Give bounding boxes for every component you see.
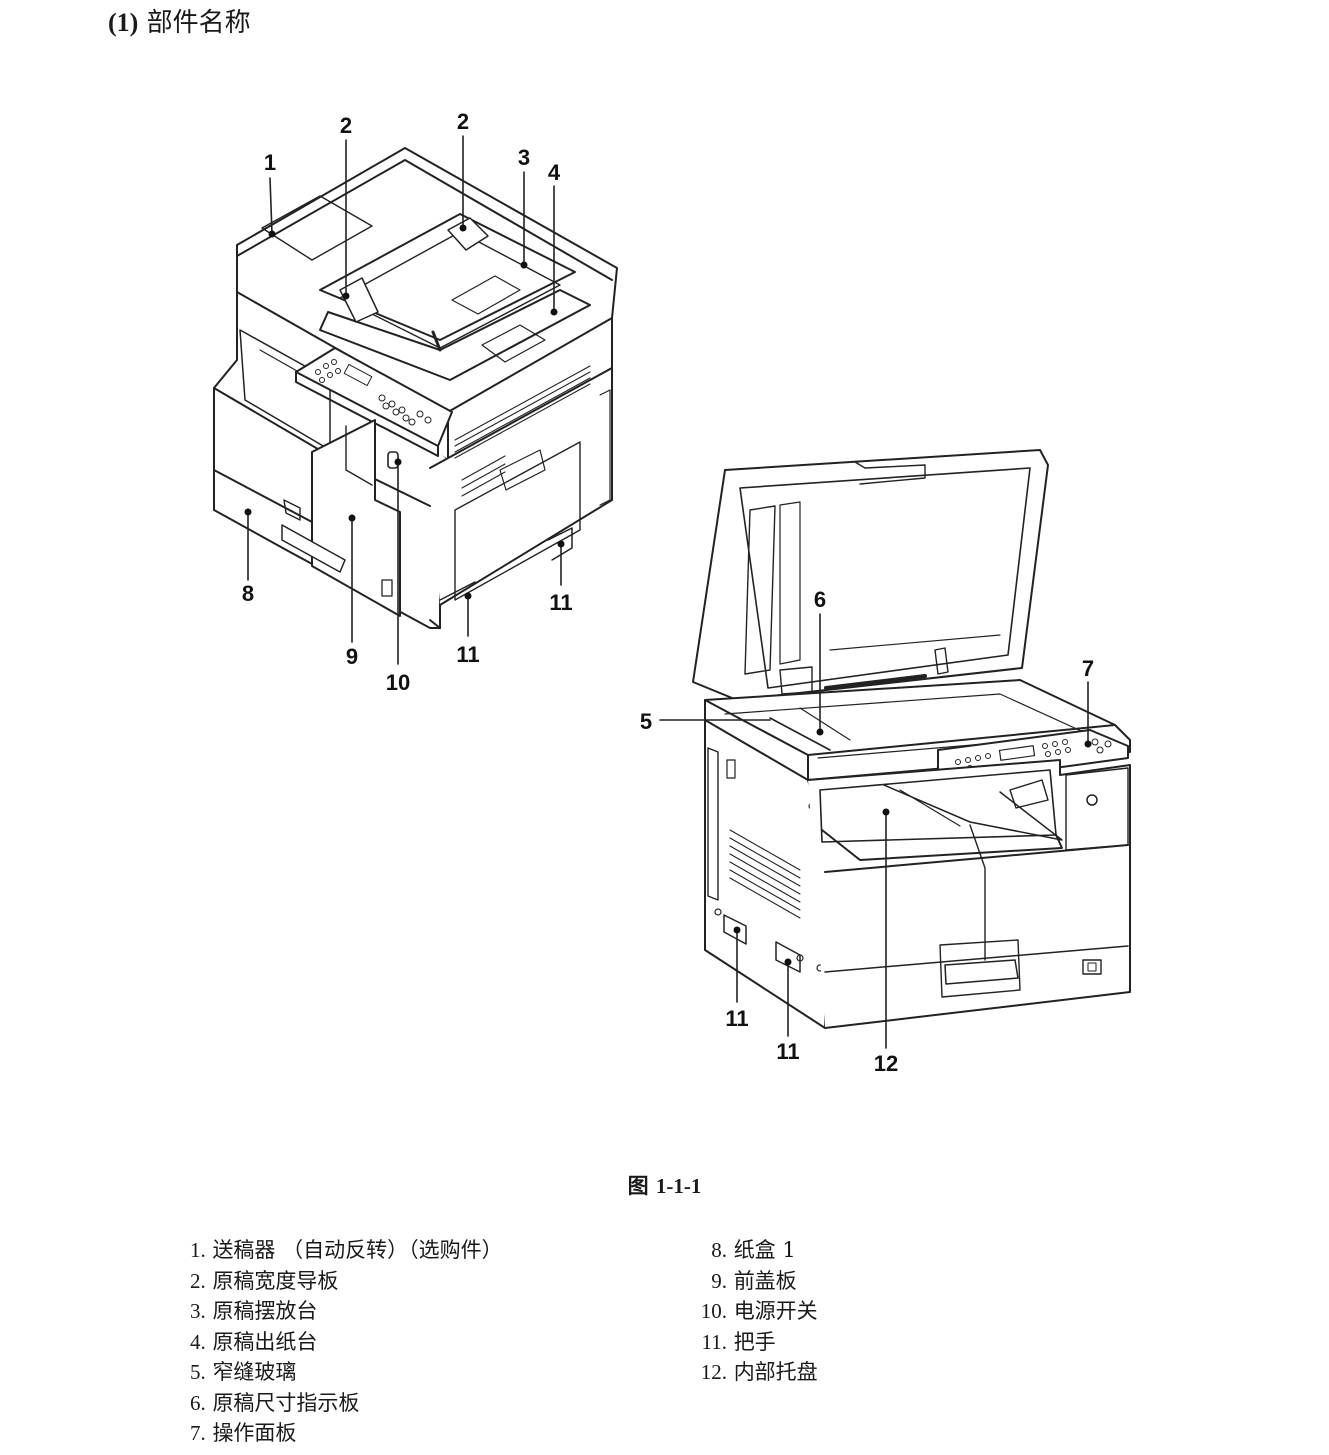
legend-item-number: 2.	[190, 1268, 206, 1293]
callout-11d: 11	[776, 1039, 799, 1064]
callout-11c: 11	[725, 1006, 748, 1031]
legend-item-number: 1.	[190, 1238, 206, 1262]
caption-number: 1-1-1	[655, 1174, 702, 1198]
rear-vents	[729, 829, 801, 919]
figure-caption: 图 1-1-1	[0, 1170, 1329, 1200]
callout-11b: 11	[549, 590, 572, 615]
copier-parts-illustration: 1 2 2 3 4 8 9 10 11 11 5 6 7 11 11 12	[213, 109, 1131, 1076]
legend-item: 5. 窄缝玻璃	[190, 1357, 503, 1388]
legend-item: 10. 电源开关	[693, 1296, 818, 1327]
callout-10: 10	[386, 670, 410, 695]
callout-3: 3	[518, 145, 530, 170]
legend-item-label: 原稿出纸台	[212, 1329, 318, 1354]
legend-item-number: 4.	[190, 1329, 206, 1354]
legend-item-label: 原稿尺寸指示板	[212, 1390, 360, 1415]
legend-item-label: 窄缝玻璃	[212, 1360, 297, 1384]
legend-item: 9. 前盖板	[693, 1266, 818, 1297]
copier-rear-view-drawing	[692, 449, 1131, 1029]
callout-12: 12	[874, 1051, 898, 1076]
section-number: (1)	[108, 8, 139, 37]
callout-1: 1	[264, 150, 276, 175]
legend-item-label: 前盖板	[733, 1268, 797, 1293]
legend-item-number: 8.	[711, 1238, 727, 1262]
legend-item: 1. 送稿器 （自动反转）（选购件）	[190, 1235, 503, 1266]
left-panel-keys	[315, 359, 432, 426]
legend-item-number: 11.	[701, 1329, 727, 1354]
legend-item-number: 5.	[190, 1360, 206, 1384]
legend-item-label: 电源开关	[733, 1299, 818, 1323]
legend-item-number: 9.	[711, 1268, 727, 1293]
legend-item: 6. 原稿尺寸指示板	[190, 1388, 503, 1419]
legend-item-label: 内部托盘	[733, 1360, 818, 1384]
legend-item-label: 送稿器 （自动反转）（选购件）	[212, 1238, 503, 1262]
callout-11a: 11	[456, 642, 479, 667]
legend-item: 2. 原稿宽度导板	[190, 1266, 503, 1297]
legend-item-number: 7.	[190, 1421, 206, 1445]
callout-6: 6	[814, 587, 826, 612]
legend-item-number: 3.	[190, 1299, 206, 1323]
legend-item: 12. 内部托盘	[693, 1357, 818, 1388]
legend-item-number: 10.	[700, 1299, 727, 1323]
legend-item: 3. 原稿摆放台	[190, 1296, 503, 1327]
callout-2a: 2	[340, 113, 352, 138]
legend-item-label: 纸盒 1	[733, 1238, 796, 1262]
callout-8: 8	[242, 581, 254, 606]
callout-9: 9	[346, 644, 358, 669]
parts-legend-right: 8. 纸盒 1 9. 前盖板 10. 电源开关 11. 把手 12. 内部托盘	[693, 1235, 818, 1388]
caption-prefix: 图	[627, 1173, 649, 1198]
legend-item-number: 6.	[190, 1390, 206, 1415]
legend-item-label: 把手	[733, 1329, 776, 1354]
legend-item: 8. 纸盒 1	[693, 1235, 818, 1266]
leader-dots	[244, 224, 1092, 966]
callout-2b: 2	[457, 109, 469, 134]
callout-5: 5	[640, 709, 652, 734]
copier-front-view-drawing	[213, 147, 618, 629]
legend-item: 11. 把手	[693, 1327, 818, 1358]
legend-item-label: 操作面板	[212, 1421, 297, 1445]
legend-item: 7. 操作面板	[190, 1418, 503, 1449]
section-heading: (1) 部件名称	[108, 2, 251, 39]
callout-numbers: 1 2 2 3 4 8 9 10 11 11 5 6 7 11 11 12	[242, 109, 1094, 1076]
leader-1	[269, 177, 273, 235]
legend-item-label: 原稿摆放台	[212, 1299, 318, 1323]
leader-lines	[247, 135, 1089, 1049]
section-title-text: 部件名称	[146, 8, 251, 38]
legend-item-label: 原稿宽度导板	[212, 1268, 339, 1293]
parts-legend-left: 1. 送稿器 （自动反转）（选购件） 2. 原稿宽度导板 3. 原稿摆放台 4.…	[190, 1235, 503, 1449]
callout-4: 4	[548, 160, 561, 185]
legend-item: 4. 原稿出纸台	[190, 1327, 503, 1358]
legend-item-number: 12.	[700, 1360, 727, 1384]
callout-7: 7	[1082, 656, 1094, 681]
left-side-vents	[454, 365, 591, 497]
